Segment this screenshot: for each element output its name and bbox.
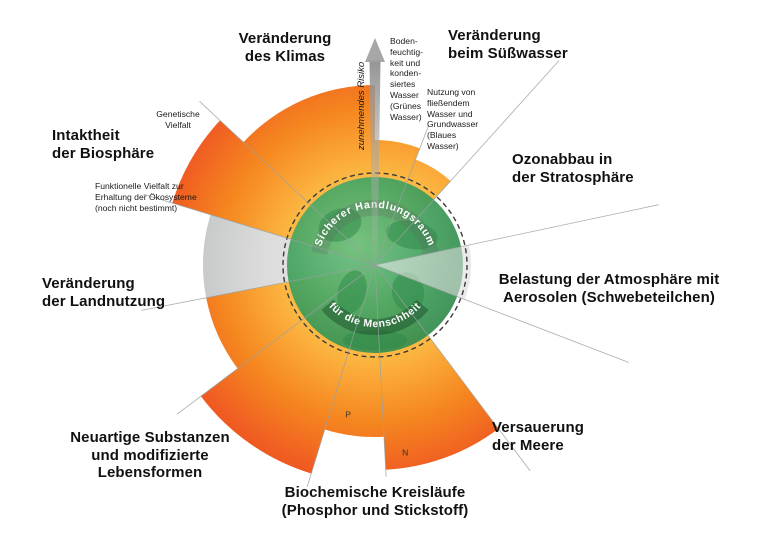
label-klima: Veränderung des Klimas	[238, 30, 332, 65]
sector-divider-line	[374, 264, 387, 477]
safe-boundary-dashed-circle	[282, 172, 468, 358]
divider-lines	[141, 60, 659, 488]
risk-axis-arrow: zunehmendes Risiko	[356, 38, 385, 265]
label-neuartige-substanzen: Neuartige Substanzen und modifizierte Le…	[70, 429, 230, 481]
globe-continents	[318, 208, 438, 350]
sector-divider-line	[176, 264, 376, 415]
label-landnutzung: Veränderung der Landnutzung	[42, 275, 166, 310]
wedge-tag-P: P	[345, 410, 351, 420]
sector-divider-line	[374, 60, 560, 266]
note-genetische-vielfalt: Genetische Vielfalt	[156, 109, 200, 130]
label-aerosole: Belastung der Atmosphäre mit Aerosolen (…	[498, 271, 720, 306]
sector-divider-line	[199, 101, 376, 266]
label-ozonabbau: Ozonabbau in der Stratosphäre	[512, 151, 634, 186]
not-quantified-overlay	[375, 245, 471, 300]
sector-divider-line	[306, 264, 376, 488]
sector-divider-line	[141, 264, 376, 311]
wedge-tags: PN	[345, 410, 408, 458]
sector-divider-line	[374, 264, 531, 472]
wedge-aerosole	[375, 245, 471, 300]
wedge-tag-N: N	[402, 448, 408, 458]
note-gruenes-wasser: Boden- feuchtig- keit und konden- sierte…	[390, 36, 423, 122]
sector-divider-line	[374, 264, 630, 363]
label-biosphaere: Intaktheit der Biosphäre	[52, 127, 155, 162]
note-blaues-wasser: Nutzung von fließendem Wasser und Grundw…	[427, 87, 479, 151]
sector-divider-line	[374, 124, 430, 266]
arrowhead-icon	[365, 38, 385, 62]
label-biochemische-kreislaeufe: Biochemische Kreisläufe (Phosphor und St…	[281, 484, 469, 519]
note-funktionelle-vielfalt: Funktionelle Vielfalt zur Erhaltung der …	[95, 181, 197, 213]
sector-divider-line	[374, 204, 659, 266]
label-suesswasser: Veränderung beim Süßwasser	[448, 27, 568, 62]
sector-divider-line	[143, 193, 376, 266]
risk-axis-label: zunehmendes Risiko	[356, 62, 367, 151]
label-versauerung: Versauerung der Meere	[492, 419, 584, 454]
